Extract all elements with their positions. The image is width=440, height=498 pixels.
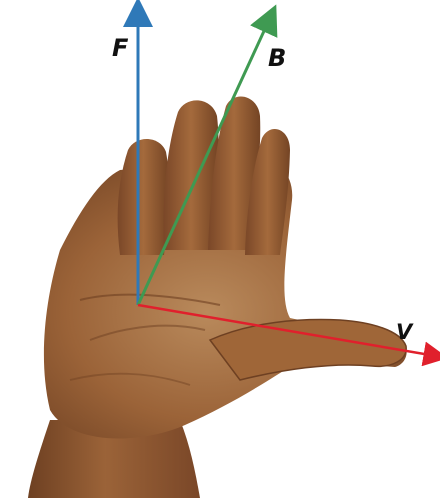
finger-middle bbox=[163, 100, 219, 250]
force-label: F bbox=[112, 34, 129, 62]
finger-index bbox=[117, 138, 170, 255]
finger-little bbox=[245, 128, 290, 255]
palm-crease-3 bbox=[69, 372, 191, 386]
magnetic-field-label: B bbox=[268, 44, 287, 72]
field-vector-arrow bbox=[136, 4, 278, 306]
velocity-vector-arrow bbox=[137, 303, 440, 367]
thumb bbox=[208, 318, 407, 381]
palm-crease-1 bbox=[79, 293, 221, 306]
velocity-label: V bbox=[396, 320, 413, 344]
right-hand-illustration bbox=[28, 96, 407, 498]
wrist bbox=[28, 420, 200, 498]
finger-ring bbox=[208, 96, 261, 250]
palm-crease-2 bbox=[89, 324, 206, 341]
